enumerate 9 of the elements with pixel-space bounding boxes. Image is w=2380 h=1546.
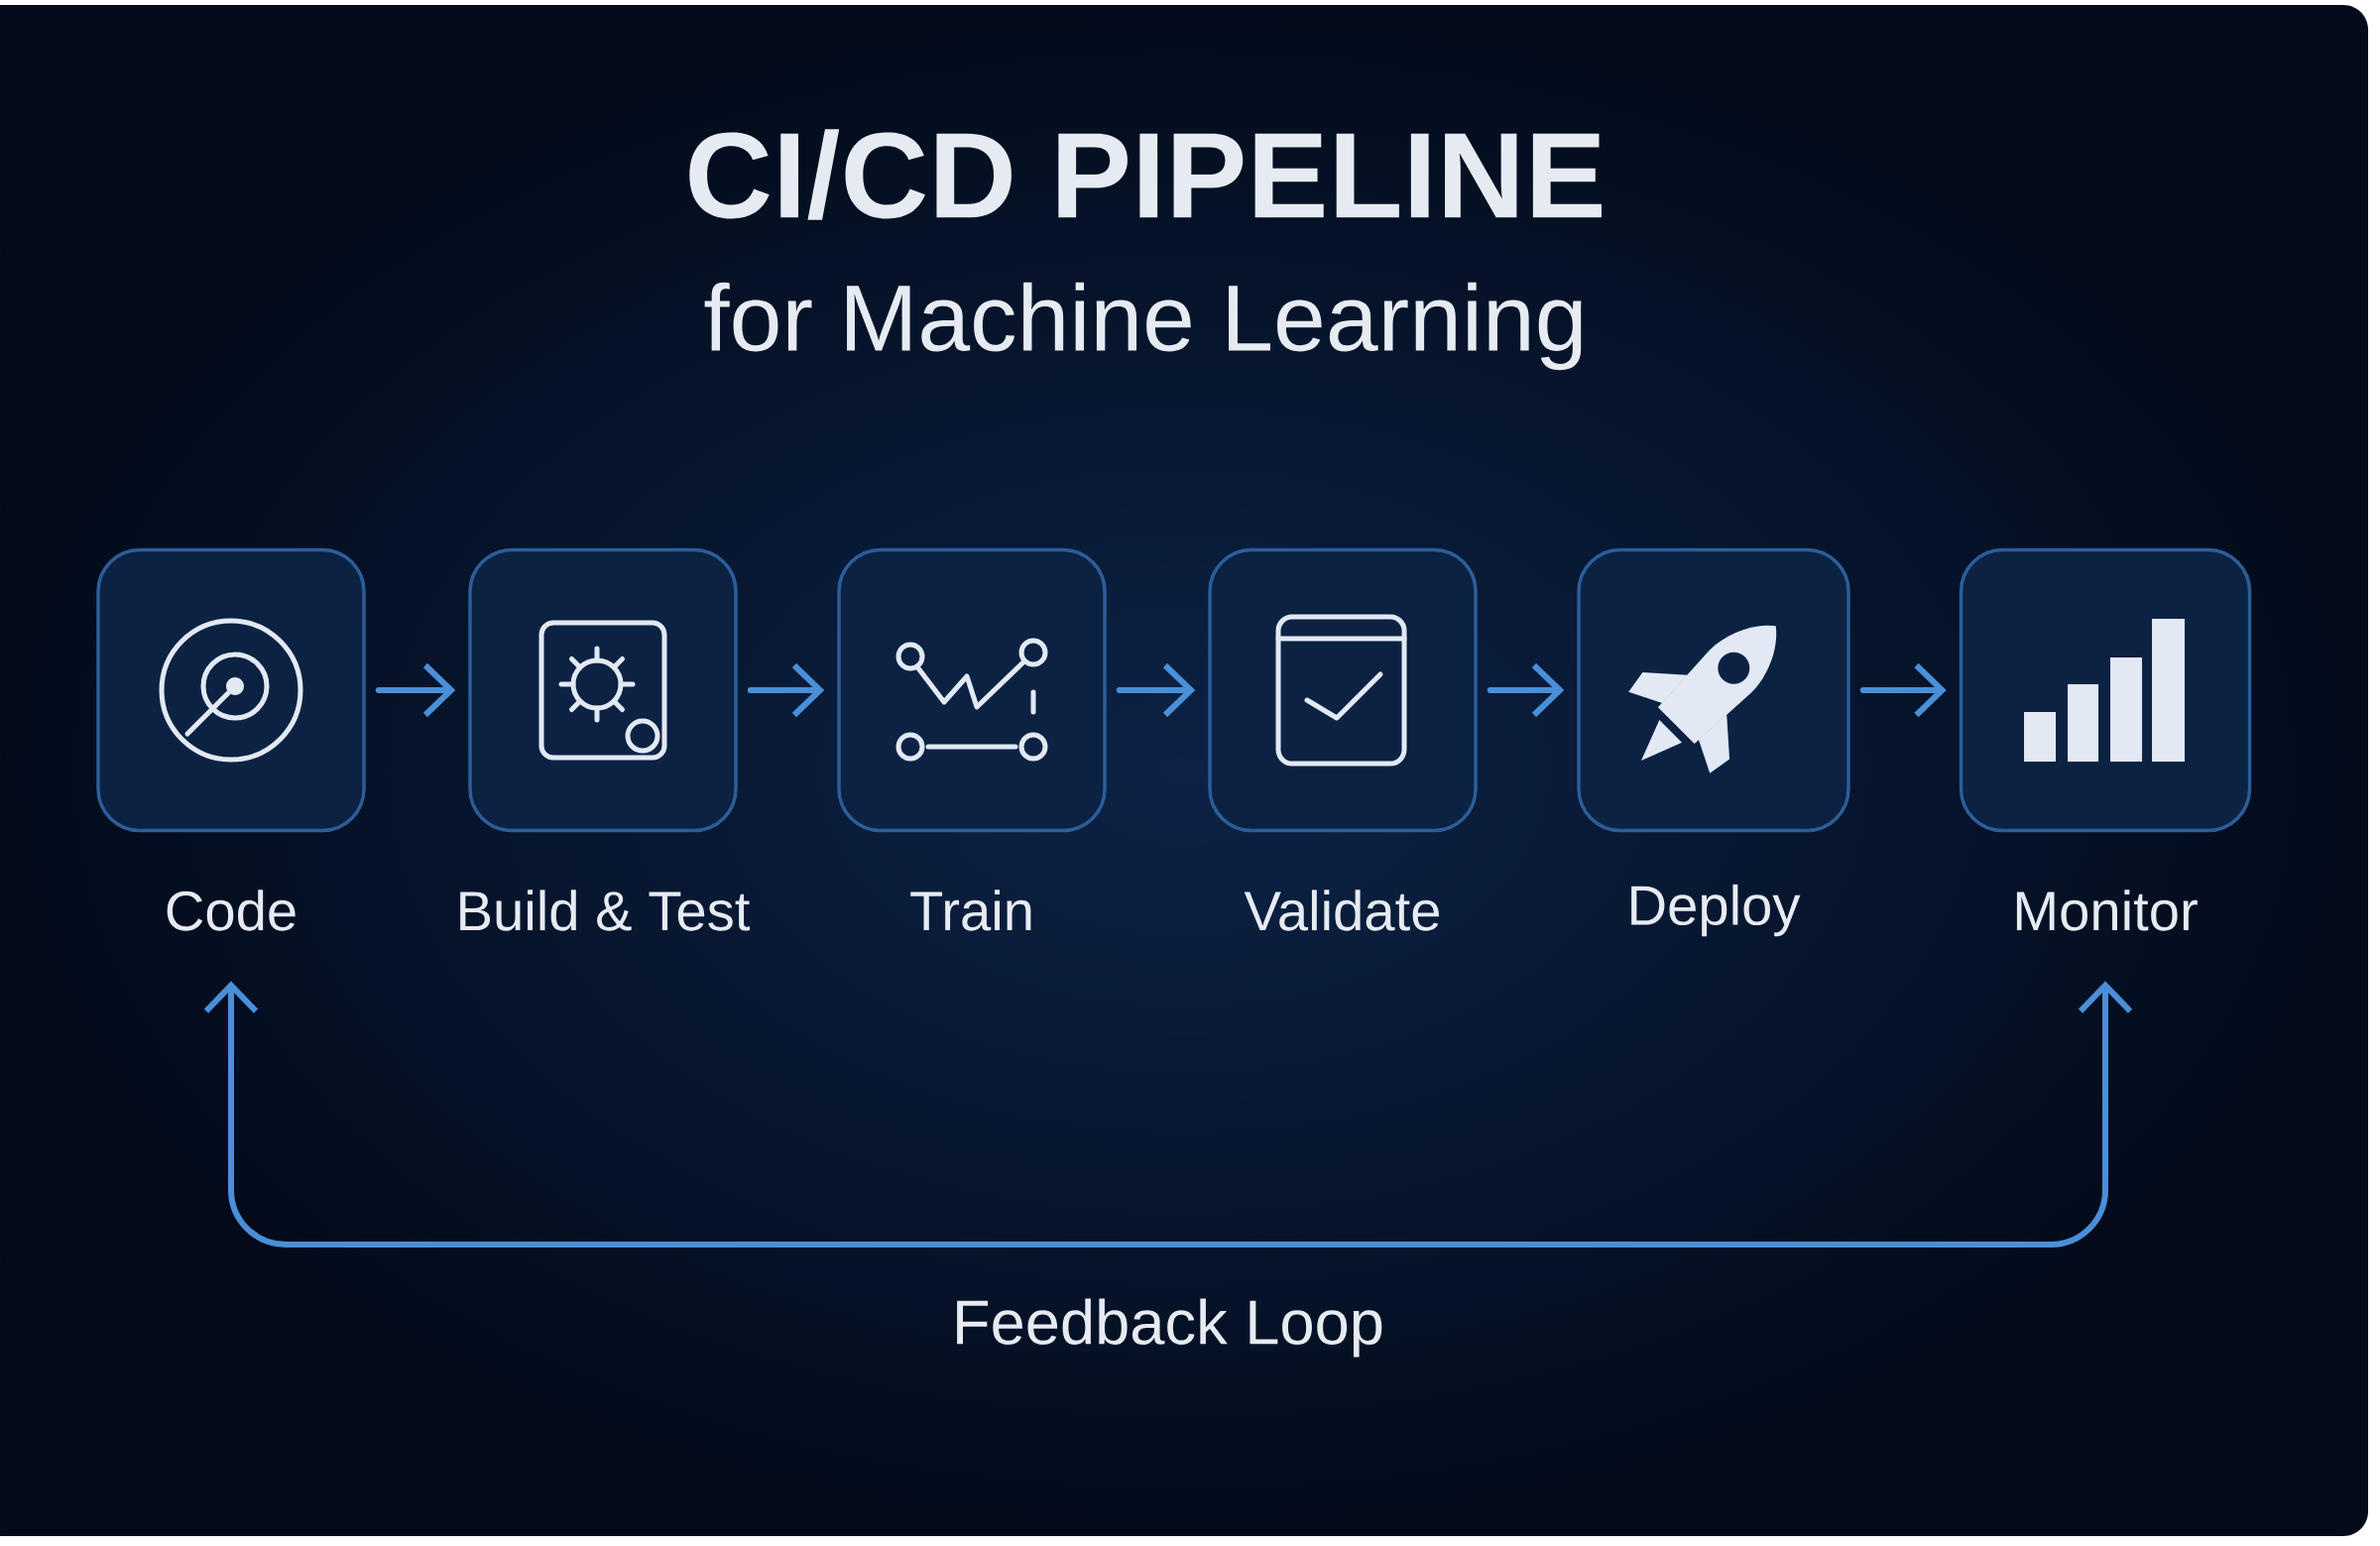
- step-label: Validate: [1244, 890, 1439, 931]
- title: CI/CD PIPELINE: [689, 129, 1602, 220]
- step-label: Code: [167, 890, 296, 931]
- step-label: Build & Test: [460, 890, 751, 931]
- step-label: Monitor: [2016, 890, 2198, 931]
- subtitle: for Machine Learning: [704, 282, 1582, 371]
- step-label: Train: [910, 890, 1031, 931]
- edge-label: Feedback Loop: [957, 1298, 1382, 1358]
- step-label: Deploy: [1631, 884, 1801, 937]
